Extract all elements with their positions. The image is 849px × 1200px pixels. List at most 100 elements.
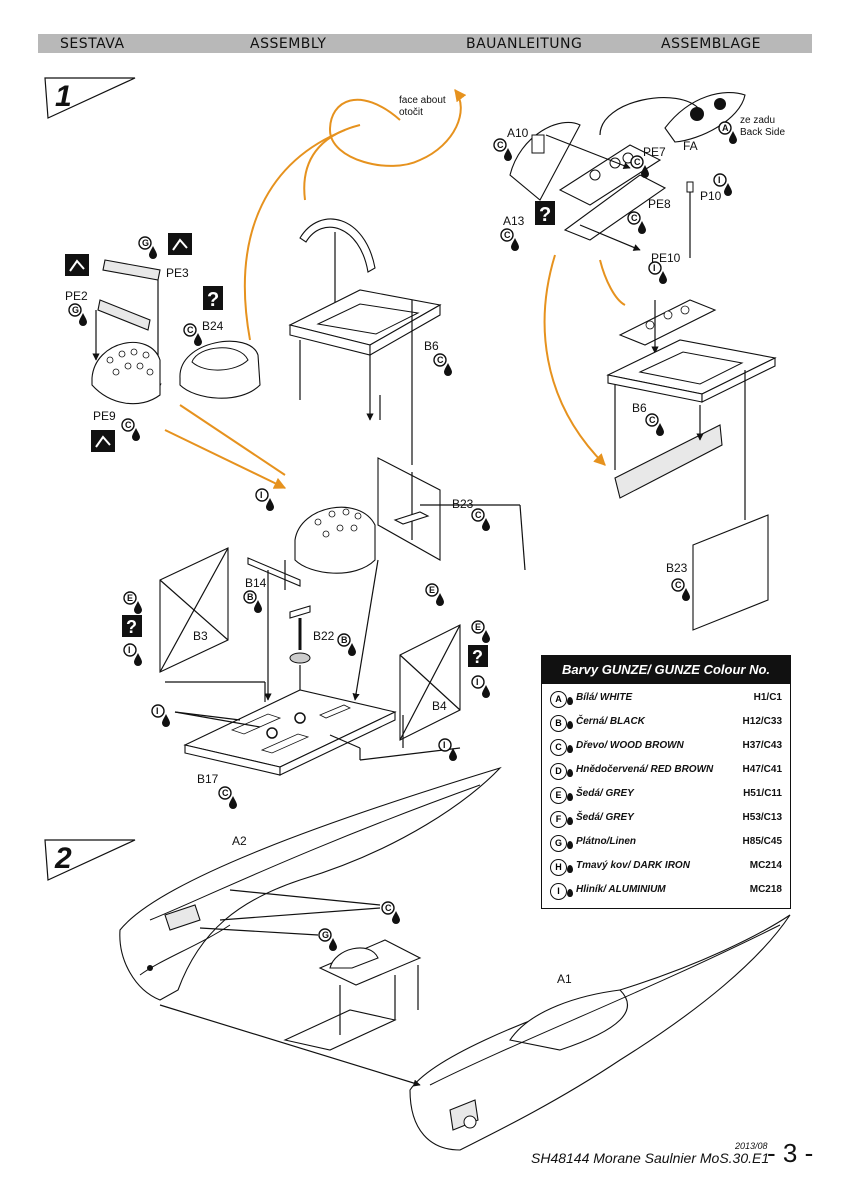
- colour-code: D: [550, 763, 567, 780]
- part-instrument-panel: [618, 299, 717, 346]
- paint-drop-icon: [567, 769, 573, 777]
- orange-arrow-right: [543, 254, 606, 466]
- label-b4: B4: [432, 699, 447, 713]
- colour-value: MC214: [749, 860, 782, 871]
- label-fa: FA: [683, 139, 698, 153]
- svg-text:E: E: [475, 622, 481, 632]
- label-b3: B3: [193, 629, 208, 643]
- step-1-label: 1: [44, 77, 136, 119]
- colour-code: C: [550, 739, 567, 756]
- header-assembly: ASSEMBLY: [250, 36, 327, 52]
- label-p10: P10: [700, 189, 722, 203]
- svg-text:C: C: [675, 580, 682, 590]
- svg-text:?: ?: [126, 617, 137, 637]
- header-assemblage: ASSEMBLAGE: [661, 36, 762, 52]
- label-b23-center: B23: [452, 497, 474, 511]
- colour-name: Šedá/ GREY: [576, 812, 634, 823]
- colour-name: Tmavý kov/ DARK IRON: [576, 860, 690, 871]
- svg-text:G: G: [142, 238, 149, 248]
- svg-text:?: ?: [539, 204, 551, 226]
- svg-text:B: B: [247, 592, 254, 602]
- label-b24: B24: [202, 319, 224, 333]
- colour-name: Hnědočervená/ RED BROWN: [576, 764, 714, 775]
- part-a2-fuselage: [119, 766, 502, 1001]
- orange-curve-1: [303, 124, 361, 201]
- label-b22: B22: [313, 629, 335, 643]
- svg-text:C: C: [187, 325, 194, 335]
- footer-title: SH48144 Morane Saulnier MoS.30.E1: [531, 1150, 770, 1166]
- svg-text:C: C: [634, 157, 641, 167]
- colour-name: Plátno/Linen: [576, 836, 636, 847]
- part-b6-side: [614, 424, 723, 499]
- colour-table-title: Barvy GUNZE/ GUNZE Colour No.: [542, 656, 790, 684]
- label-a13: A13: [503, 214, 525, 228]
- svg-text:C: C: [222, 788, 229, 798]
- photo-etch-icons: [65, 233, 192, 452]
- svg-text:C: C: [631, 213, 638, 223]
- svg-text:C: C: [385, 903, 392, 913]
- label-pe10: PE10: [651, 251, 681, 265]
- label-pe7: PE7: [643, 145, 666, 159]
- note-back-side: Back Side: [740, 127, 785, 138]
- svg-text:I: I: [156, 706, 159, 716]
- svg-text:C: C: [497, 140, 504, 150]
- colour-value: H53/C13: [742, 812, 782, 823]
- svg-text:G: G: [72, 305, 79, 315]
- colour-code: H: [550, 859, 567, 876]
- colour-code: I: [550, 883, 567, 900]
- label-pe8: PE8: [648, 197, 671, 211]
- svg-text:I: I: [718, 175, 721, 185]
- footer-date: 2013/08: [735, 1141, 768, 1151]
- note-face-about: face about: [399, 95, 446, 106]
- part-backrest: [299, 218, 376, 273]
- svg-text:I: I: [476, 677, 479, 687]
- colour-name: Dřevo/ WOOD BROWN: [576, 740, 684, 751]
- colour-badges: C C C C A I I G G C C C C C C I B E I B …: [68, 121, 737, 951]
- svg-text:I: I: [260, 490, 263, 500]
- orange-arrow-right-2: [599, 259, 626, 306]
- paint-drop-icon: [567, 745, 573, 753]
- paint-drop-icon: [567, 841, 573, 849]
- part-seat-assembly: [294, 506, 376, 574]
- colour-code: B: [550, 715, 567, 732]
- svg-text:C: C: [504, 230, 511, 240]
- colour-value: H12/C33: [742, 716, 782, 727]
- svg-text:E: E: [127, 593, 133, 603]
- part-pe2: [97, 299, 151, 331]
- paint-drop-icon: [567, 889, 573, 897]
- svg-text:C: C: [437, 355, 444, 365]
- question-icons: ? ? ? ?: [122, 201, 555, 667]
- label-b6-center: B6: [424, 339, 439, 353]
- svg-text:C: C: [475, 510, 482, 520]
- colour-code: E: [550, 787, 567, 804]
- label-b23-right: B23: [666, 561, 688, 575]
- colour-code: F: [550, 811, 567, 828]
- part-b23-right: [692, 514, 769, 631]
- label-pe2: PE2: [65, 289, 88, 303]
- paint-drop-icon: [567, 697, 573, 705]
- colour-value: MC218: [749, 884, 782, 895]
- label-b17: B17: [197, 772, 219, 786]
- svg-text:G: G: [322, 930, 329, 940]
- svg-text:?: ?: [207, 289, 219, 311]
- svg-text:I: I: [443, 740, 446, 750]
- colour-value: H51/C11: [743, 788, 782, 799]
- colour-code: A: [550, 691, 567, 708]
- label-a10: A10: [507, 126, 529, 140]
- svg-text:C: C: [125, 420, 132, 430]
- svg-text:A: A: [722, 123, 729, 133]
- step-1-number: 1: [55, 80, 72, 113]
- label-pe9: PE9: [93, 409, 116, 423]
- colour-code: G: [550, 835, 567, 852]
- svg-text:?: ?: [472, 647, 483, 667]
- header-sestava: SESTAVA: [60, 36, 125, 52]
- orange-curve-2: [243, 129, 346, 341]
- note-otocit: otočit: [399, 107, 423, 118]
- part-pe3: [102, 259, 161, 281]
- colour-value: H85/C45: [742, 836, 782, 847]
